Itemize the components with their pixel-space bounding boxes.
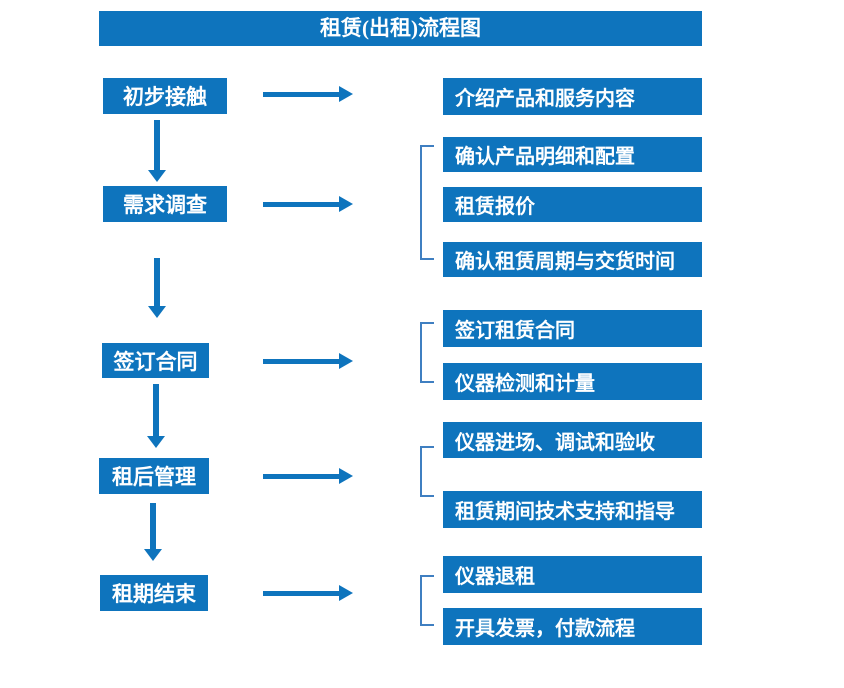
arrow-head-icon: [339, 196, 353, 212]
arrow-head-icon: [148, 170, 166, 182]
arrow-head-icon: [339, 585, 353, 601]
arrow-shaft: [153, 384, 159, 437]
detail-node-sign-rental-contract: 签订租赁合同: [443, 310, 702, 347]
step-node-rental-end: 租期结束: [100, 575, 208, 611]
arrow-shaft: [263, 473, 340, 479]
arrow-head-icon: [339, 86, 353, 102]
detail-node-invoice-payment: 开具发票，付款流程: [443, 608, 702, 645]
detail-node-introduce-products: 介绍产品和服务内容: [443, 78, 702, 115]
right-arrow-post-rental-management: [263, 468, 353, 484]
bracket-rental-end-group: [420, 575, 434, 626]
arrow-head-icon: [144, 549, 162, 561]
arrow-head-icon: [148, 306, 166, 318]
bracket-post-rental-management-group: [420, 446, 434, 497]
down-arrow-2: [148, 258, 166, 318]
arrow-head-icon: [339, 468, 353, 484]
right-arrow-rental-end: [263, 585, 353, 601]
bracket-contract-signing-group: [420, 322, 434, 383]
right-arrow-contract-signing: [263, 353, 353, 369]
down-arrow-3: [147, 384, 165, 448]
detail-node-technical-support: 租赁期间技术支持和指导: [443, 491, 702, 528]
detail-node-instrument-return: 仪器退租: [443, 556, 702, 593]
arrow-shaft: [263, 590, 340, 596]
detail-node-instrument-inspection: 仪器检测和计量: [443, 363, 702, 400]
bracket-requirements-survey-group: [420, 145, 434, 260]
step-node-post-rental-management: 租后管理: [99, 458, 209, 494]
down-arrow-4: [144, 503, 162, 561]
flowchart-title: 租赁(出租)流程图: [99, 11, 702, 46]
down-arrow-1: [148, 120, 166, 182]
step-node-initial-contact: 初步接触: [103, 78, 227, 114]
arrow-shaft: [154, 258, 160, 307]
detail-node-confirm-product-details: 确认产品明细和配置: [443, 137, 702, 172]
detail-node-instrument-setup-acceptance: 仪器进场、调试和验收: [443, 422, 702, 458]
detail-node-rental-quote: 租赁报价: [443, 187, 702, 222]
arrow-head-icon: [147, 436, 165, 448]
arrow-shaft: [263, 358, 340, 364]
right-arrow-requirements-survey: [263, 196, 353, 212]
arrow-head-icon: [339, 353, 353, 369]
detail-node-confirm-rental-period: 确认租赁周期与交货时间: [443, 242, 702, 277]
step-node-requirements-survey: 需求调查: [103, 186, 227, 222]
right-arrow-initial-contact: [263, 86, 353, 102]
arrow-shaft: [150, 503, 156, 550]
arrow-shaft: [263, 201, 340, 207]
arrow-shaft: [154, 120, 160, 171]
arrow-shaft: [263, 91, 340, 97]
step-node-contract-signing: 签订合同: [102, 343, 209, 378]
